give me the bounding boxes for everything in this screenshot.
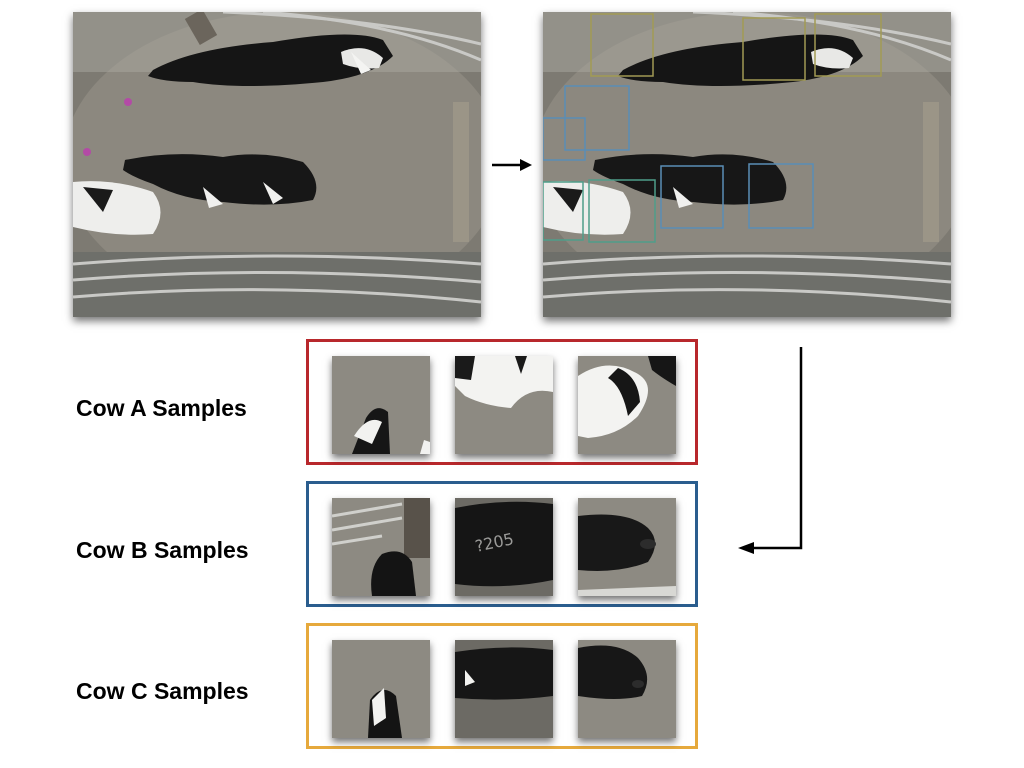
right-arrow — [492, 159, 532, 171]
cow-a-box — [306, 339, 698, 465]
cow-b-sample-1 — [332, 498, 430, 596]
cow-c-sample-2 — [455, 640, 553, 738]
cow-a-sample-3 — [578, 356, 676, 454]
cow-b-sample-3 — [578, 498, 676, 596]
cow-c-sample-3 — [578, 640, 676, 738]
cow-b-box — [306, 481, 698, 607]
cow-a-sample-2 — [455, 356, 553, 454]
cow-b-label: Cow B Samples — [76, 537, 249, 563]
annotated-frame-image — [543, 12, 951, 317]
cow-a-sample-1 — [332, 356, 430, 454]
raw-frame-image — [73, 12, 481, 317]
cow-c-sample-1 — [332, 640, 430, 738]
cow-c-box — [306, 623, 698, 749]
cow-c-label: Cow C Samples — [76, 678, 249, 704]
cow-a-label: Cow A Samples — [76, 395, 247, 421]
elbow-arrow — [738, 347, 803, 554]
cow-b-sample-2: ?205 — [455, 498, 553, 596]
